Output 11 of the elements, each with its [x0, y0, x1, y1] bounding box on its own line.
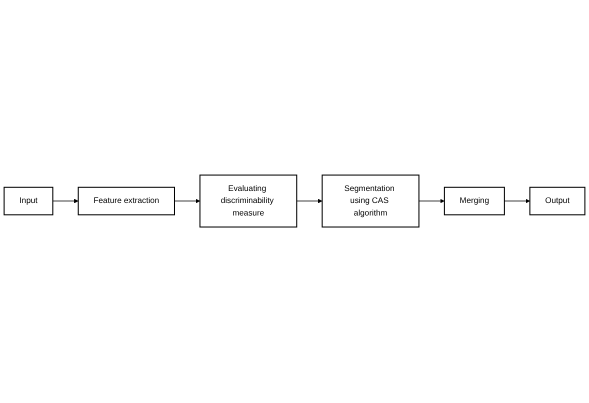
arrow	[52, 199, 78, 204]
arrow	[296, 199, 322, 204]
arrow	[174, 199, 200, 204]
node-box: Output	[529, 187, 586, 216]
node-box: Evaluating discriminability measure	[199, 175, 298, 228]
node-box: Input	[4, 187, 54, 216]
arrow	[418, 199, 445, 204]
node-box: Feature extraction	[78, 187, 175, 216]
arrow	[504, 199, 530, 204]
node-box: Merging	[444, 187, 505, 216]
node-box: Segmentation using CAS algorithm	[322, 175, 420, 228]
